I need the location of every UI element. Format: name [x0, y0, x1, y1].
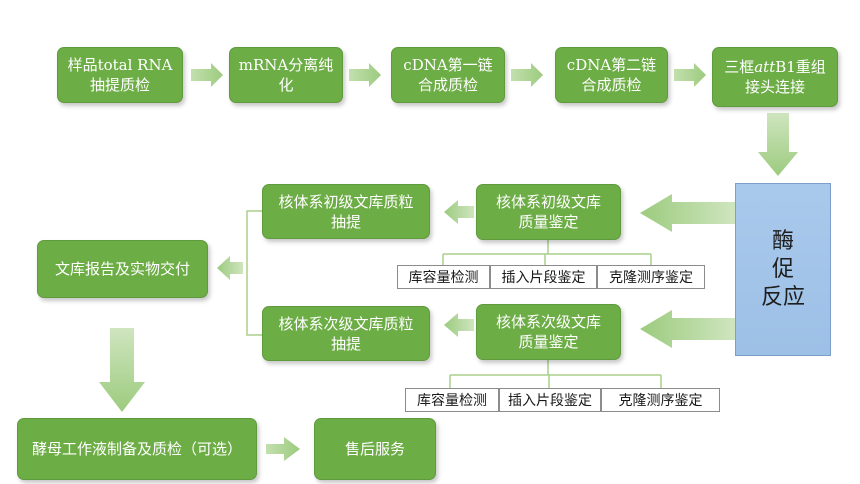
- node-total-rna-line1: 样品total RNA: [67, 56, 173, 74]
- node-primary-plasmid: 核体系初级文库质粒抽提: [262, 184, 430, 239]
- node-primary-plasmid-line1: 核体系初级文库质粒: [278, 192, 414, 211]
- node-primary-qc-line2: 质量鉴定: [518, 213, 579, 231]
- enzyme-reaction-box: 酶促反应: [735, 183, 831, 356]
- enzyme-line3: 反应: [760, 284, 805, 310]
- arrow-secondary-qc-plasmid: [444, 313, 474, 337]
- secondary-qc-sequencing: 克隆测序鉴定: [601, 388, 720, 412]
- node-cdna-first-line1: cDNA第一链: [403, 56, 493, 74]
- node-primary-qc-line1: 核体系初级文库: [495, 193, 601, 211]
- node-cdna-first: cDNA第一链合成质检: [391, 47, 505, 103]
- node-secondary-qc-line1: 核体系次级文库: [495, 313, 601, 331]
- attb1-suffix: B1重组: [775, 58, 826, 76]
- node-mrna-line1: mRNA分离纯: [238, 56, 334, 74]
- primary-qc-sequencing: 克隆测序鉴定: [597, 265, 705, 289]
- enzyme-line2: 促: [771, 256, 794, 282]
- node-total-rna-line2: 抽提质检: [89, 76, 150, 94]
- node-yeast-prep: 酵母工作液制备及质检（可选）: [17, 418, 257, 480]
- arrow-enzyme-primary: [640, 194, 735, 232]
- primary-qc-insert: 插入片段鉴定: [490, 265, 597, 289]
- primary-qc-tree: [442, 240, 652, 265]
- node-total-rna: 样品total RNA 抽提质检: [57, 47, 183, 103]
- node-cdna-second-line1: cDNA第二链: [566, 56, 657, 74]
- attb1-italic: att: [754, 58, 776, 76]
- arrow-n4-n5: [674, 63, 706, 87]
- node-after-sales: 售后服务: [314, 418, 436, 480]
- arrow-n2-n3: [349, 63, 381, 87]
- arrow-yeast-service: [266, 437, 300, 461]
- arrow-n1-n2: [191, 63, 223, 87]
- node-mrna-line2: 化: [278, 76, 294, 94]
- node-secondary-qc: 核体系次级文库质量鉴定: [476, 304, 621, 360]
- node-service-line1: 售后服务: [344, 440, 405, 458]
- node-primary-qc: 核体系初级文库质量鉴定: [476, 184, 621, 240]
- node-secondary-qc-line2: 质量鉴定: [518, 333, 579, 351]
- node-secondary-plasmid: 核体系次级文库质粒抽提: [262, 306, 430, 361]
- node-yeast-line1: 酵母工作液制备及质检（可选）: [31, 440, 242, 458]
- enzyme-line1: 酶: [771, 228, 794, 254]
- arrow-report-yeast: [99, 328, 145, 412]
- node-report-line1: 文库报告及实物交付: [54, 260, 190, 278]
- primary-qc-capacity: 库容量检测: [397, 265, 490, 289]
- attb1-prefix: 三框: [724, 58, 755, 76]
- node-report-delivery: 文库报告及实物交付: [37, 240, 208, 298]
- node-cdna-second: cDNA第二链合成质检: [555, 47, 668, 103]
- node-attb1-adapter: 三框attB1重组 接头连接: [712, 47, 838, 107]
- bracket-connector: [246, 210, 262, 336]
- node-secondary-plasmid-line1: 核体系次级文库质粒: [278, 314, 414, 333]
- node-attb1-line2: 接头连接: [744, 78, 805, 96]
- node-secondary-plasmid-line2: 抽提: [330, 334, 361, 353]
- node-cdna-second-line2: 合成质检: [581, 76, 642, 94]
- node-attb1-line1: 三框attB1重组: [724, 57, 826, 77]
- arrow-n5-enzyme: [758, 113, 798, 176]
- secondary-qc-capacity: 库容量检测: [405, 388, 499, 412]
- node-mrna: mRNA分离纯化: [229, 47, 343, 103]
- secondary-qc-tree: [449, 360, 662, 388]
- secondary-qc-insert: 插入片段鉴定: [499, 388, 601, 412]
- node-cdna-first-line2: 合成质检: [417, 76, 478, 94]
- arrow-to-report: [217, 256, 243, 280]
- arrow-enzyme-secondary: [640, 310, 735, 348]
- node-primary-plasmid-line2: 抽提: [330, 212, 361, 231]
- arrow-primary-qc-plasmid: [444, 200, 474, 224]
- arrow-n3-n4: [511, 63, 543, 87]
